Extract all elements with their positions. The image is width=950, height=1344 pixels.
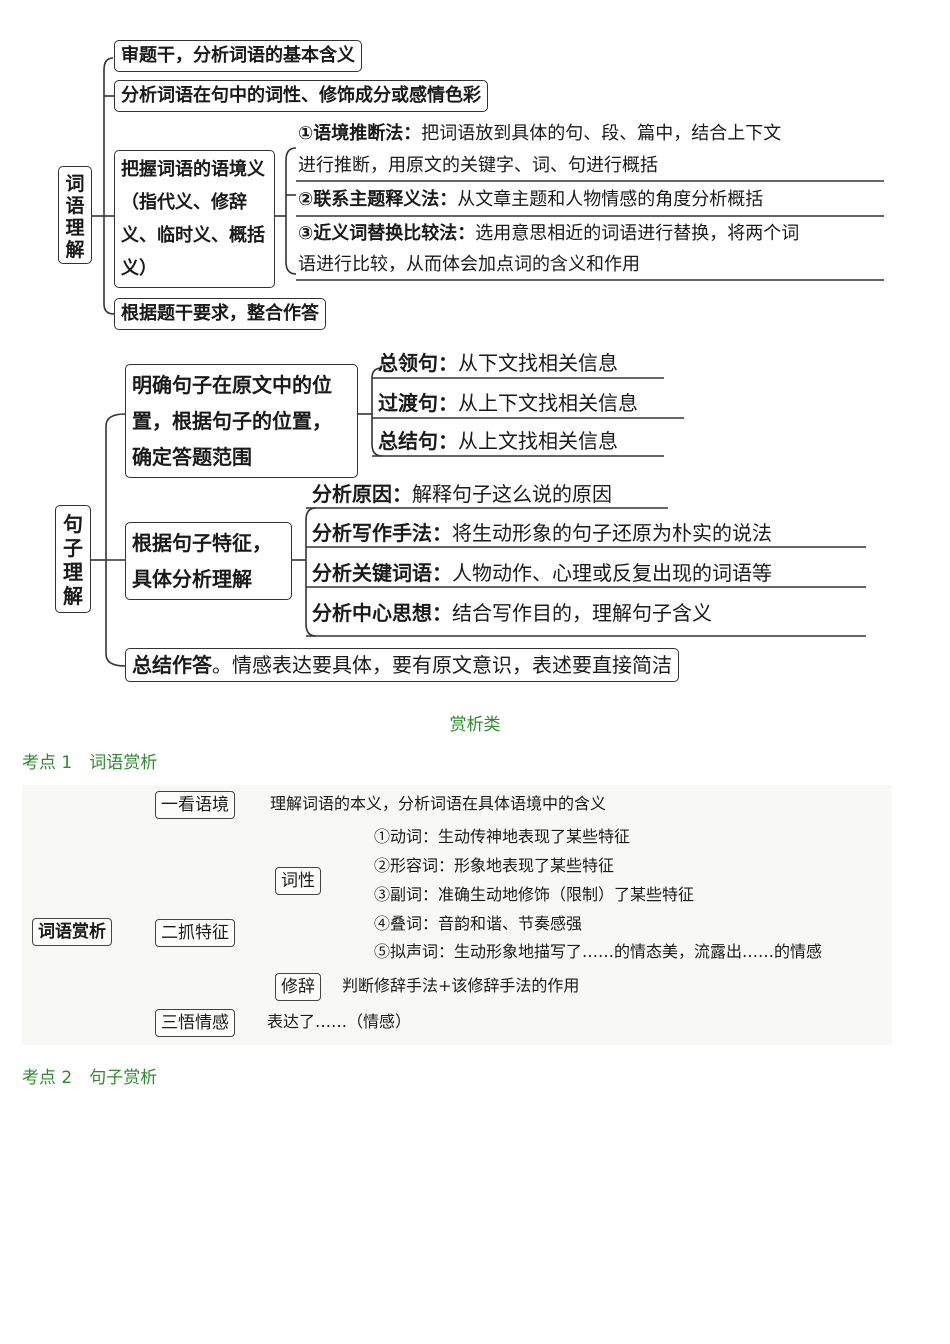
method-trunk [285, 147, 297, 275]
point1-title: 考点 1 词语赏析 [22, 753, 158, 773]
feature-leaf-4: 分析中心思想：结合写作目的，理解句子含义 [312, 598, 712, 628]
word-root-label: 词语理解 [65, 173, 85, 261]
position-leaf-2-desc: 从上下文找相关信息 [458, 391, 638, 415]
sentence-trunk [105, 413, 126, 667]
point2-title: 考点 2 句子赏析 [22, 1068, 158, 1088]
sub2-leaf: 判断修辞手法+该修辞手法的作用 [342, 976, 580, 995]
appreciation-root-node: 词语赏析 [32, 918, 112, 946]
method-2-desc: 从文章主题和人物情感的角度分析概括 [457, 189, 764, 210]
feature-leaf-2-desc: 将生动形象的句子还原为朴实的说法 [452, 521, 772, 545]
method-3-desc-2: 语进行比较，从而体会加点词的含义和作用 [298, 254, 640, 275]
feature-leaf-3-name: 分析关键词语： [312, 561, 452, 585]
sub1-label: 词性 [281, 871, 315, 891]
branch3-node: 三悟情感 [155, 1009, 235, 1037]
sub2-node: 修辞 [275, 973, 321, 1001]
feature-leaf-1-desc: 解释句子这么说的原因 [412, 482, 612, 506]
word-step3-label: 把握词语的语境义（指代义、修辞义、临时义、概括义） [121, 159, 265, 279]
feature-leaf-1: 分析原因：解释句子这么说的原因 [312, 479, 612, 509]
feature-leaf-4-desc: 结合写作目的，理解句子含义 [452, 601, 712, 625]
word-step1-node: 审题干，分析词语的基本含义 [114, 40, 362, 72]
method-1-desc-2: 进行推断，用原文的关键字、词、句进行概括 [298, 155, 658, 176]
summary-node: 总结作答。情感表达要具体，要有原文意识，表述要直接简洁 [125, 648, 679, 682]
method-2: ②联系主题释义法：从文章主题和人物情感的角度分析概括 [298, 185, 763, 215]
feature-leaf-1-name: 分析原因： [312, 482, 412, 506]
sub1-leaf-2: ②形容词：形象地表现了某些特征 [374, 856, 615, 875]
word-step2-label: 分析词语在句中的词性、修饰成分或感情色彩 [121, 85, 481, 106]
sub2-label: 修辞 [281, 977, 315, 997]
summary-name: 总结作答 [132, 653, 212, 677]
feature-node: 根据句子特征，具体分析理解 [125, 522, 292, 600]
position-leaf-1-name: 总领句： [378, 351, 458, 375]
position-leaf-3-name: 总结句： [378, 429, 458, 453]
method-1-name: ①语境推断法： [298, 123, 422, 144]
branch1-label: 一看语境 [161, 795, 229, 815]
summary-desc: 。情感表达要具体，要有原文意识，表述要直接简洁 [212, 653, 672, 677]
sentence-root-node: 句子理解 [55, 505, 91, 613]
position-leaf-2: 过渡句：从上下文找相关信息 [378, 388, 638, 418]
word-trunk [103, 57, 115, 315]
position-leaf-2-name: 过渡句： [378, 391, 458, 415]
position-leaf-1: 总领句：从下文找相关信息 [378, 348, 618, 378]
branch1-leaf: 理解词语的本义，分析词语在具体语境中的含义 [270, 794, 607, 813]
branch2-label: 二抓特征 [161, 923, 229, 943]
feature-label: 根据句子特征，具体分析理解 [132, 531, 272, 591]
feature-leaf-3: 分析关键词语：人物动作、心理或反复出现的词语等 [312, 558, 772, 588]
position-leaf-3-desc: 从上文找相关信息 [458, 429, 618, 453]
position-leaf-1-desc: 从下文找相关信息 [458, 351, 618, 375]
method-3: ③近义词替换比较法：选用意思相近的词语进行替换，将两个词 语进行比较，从而体会加… [298, 218, 799, 280]
position-label: 明确句子在原文中的位置，根据句子的位置，确定答题范围 [132, 373, 332, 469]
word-step1-label: 审题干，分析词语的基本含义 [121, 45, 355, 66]
method-1-desc: 把词语放到具体的句、段、篇中，结合上下文 [421, 123, 782, 144]
branch3-leaf: 表达了……（情感） [267, 1012, 412, 1031]
word-step3-node: 把握词语的语境义（指代义、修辞义、临时义、概括义） [114, 150, 275, 288]
appreciation-root-label: 词语赏析 [38, 922, 106, 942]
branch1-node: 一看语境 [155, 791, 235, 819]
position-node: 明确句子在原文中的位置，根据句子的位置，确定答题范围 [125, 364, 358, 478]
feature-leaf-2: 分析写作手法：将生动形象的句子还原为朴实的说法 [312, 518, 772, 548]
sub1-leaf-5: ⑤拟声词：生动形象地描写了……的情态美，流露出……的情感 [374, 942, 823, 961]
position-leaf-3: 总结句：从上文找相关信息 [378, 426, 618, 456]
appreciation-panel [22, 785, 892, 1045]
method-3-name: ③近义词替换比较法： [298, 223, 476, 244]
feature-leaf-4-name: 分析中心思想： [312, 601, 452, 625]
sentence-root-label: 句子理解 [63, 512, 83, 608]
method-2-name: ②联系主题释义法： [298, 189, 458, 210]
branch3-label: 三悟情感 [161, 1013, 229, 1033]
sub1-leaf-4: ④叠词：音韵和谐、节奏感强 [374, 914, 583, 933]
method-1: ①语境推断法：把词语放到具体的句、段、篇中，结合上下文 进行推断，用原文的关键字… [298, 118, 781, 182]
word-root-node: 词语理解 [58, 166, 92, 264]
feature-leaf-3-desc: 人物动作、心理或反复出现的词语等 [452, 561, 772, 585]
branch2-node: 二抓特征 [155, 919, 235, 947]
sub1-leaf-1: ①动词：生动传神地表现了某些特征 [374, 827, 631, 846]
feature-leaf-2-name: 分析写作手法： [312, 521, 452, 545]
sub1-node: 词性 [275, 867, 321, 895]
sub1-leaf-3: ③副词：准确生动地修饰（限制）了某些特征 [374, 885, 695, 904]
word-step4-label: 根据题干要求，整合作答 [121, 303, 319, 324]
word-step4-node: 根据题干要求，整合作答 [114, 298, 326, 330]
method-3-desc: 选用意思相近的词语进行替换，将两个词 [475, 223, 800, 244]
section-caption: 赏析类 [449, 715, 501, 735]
word-step2-node: 分析词语在句中的词性、修饰成分或感情色彩 [114, 80, 488, 112]
